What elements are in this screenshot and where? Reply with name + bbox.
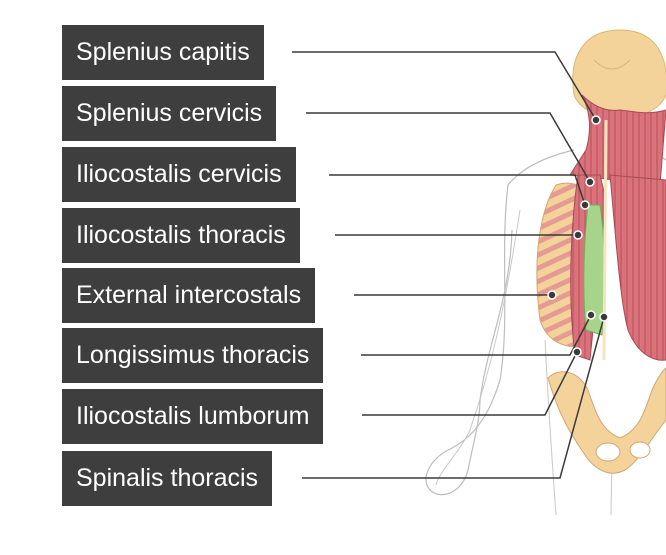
- arm-outline: [435, 209, 521, 486]
- torso-side-outline: [544, 339, 557, 516]
- right-back-muscles: [609, 174, 666, 361]
- label-spinalis-thoracis: Spinalis thoracis: [62, 451, 273, 506]
- spinalis-thoracis-highlight: [583, 204, 606, 336]
- leader-line-spinalis-thoracis: [302, 316, 605, 479]
- dot-external-intercostals: [547, 290, 557, 300]
- body-outline: [425, 149, 575, 496]
- label-longissimus-thoracis: Longissimus thoracis: [62, 328, 324, 383]
- leader-line-longissimus-thoracis: [361, 314, 592, 356]
- leader-line-iliocostalis-lumborum: [362, 351, 578, 416]
- label-iliocostalis-cervicis: Iliocostalis cervicis: [62, 147, 296, 202]
- dot-iliocostalis-thoracis: [573, 230, 583, 240]
- dot-iliocostalis-lumborum: [572, 347, 582, 357]
- label-splenius-cervicis: Splenius cervicis: [62, 86, 277, 141]
- dot-splenius-cervicis: [585, 177, 595, 187]
- leader-lines: [292, 51, 605, 479]
- label-external-intercostals: External intercostals: [62, 268, 316, 323]
- dot-iliocostalis-cervicis: [580, 200, 590, 210]
- label-iliocostalis-lumborum: Iliocostalis lumborum: [62, 389, 324, 444]
- label-iliocostalis-thoracis: Iliocostalis thoracis: [62, 208, 300, 263]
- spine: [602, 119, 608, 361]
- dot-spinalis-thoracis: [599, 312, 609, 322]
- leader-line-splenius-capitis: [292, 51, 597, 121]
- dot-longissimus-thoracis: [586, 310, 596, 320]
- leader-line-iliocostalis-cervicis: [329, 174, 586, 206]
- pointer-dots: [547, 115, 609, 357]
- label-splenius-capitis: Splenius capitis: [62, 25, 264, 80]
- leader-line-splenius-cervicis: [306, 112, 591, 183]
- dot-splenius-capitis: [591, 115, 601, 125]
